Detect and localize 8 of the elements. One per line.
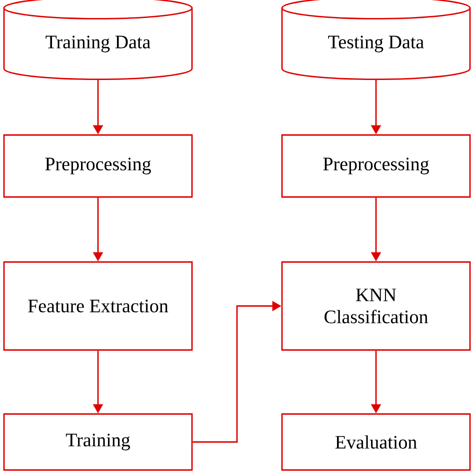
process-box: Preprocessing <box>3 134 193 198</box>
process-box: Evaluation <box>281 413 471 471</box>
process-box: Training <box>3 413 193 471</box>
database-cylinder: Training Data <box>3 0 193 80</box>
process-box: KNN Classification <box>281 261 471 351</box>
database-cylinder: Testing Data <box>281 0 471 80</box>
process-box: Preprocessing <box>281 134 471 198</box>
process-box: Feature Extraction <box>3 261 193 351</box>
